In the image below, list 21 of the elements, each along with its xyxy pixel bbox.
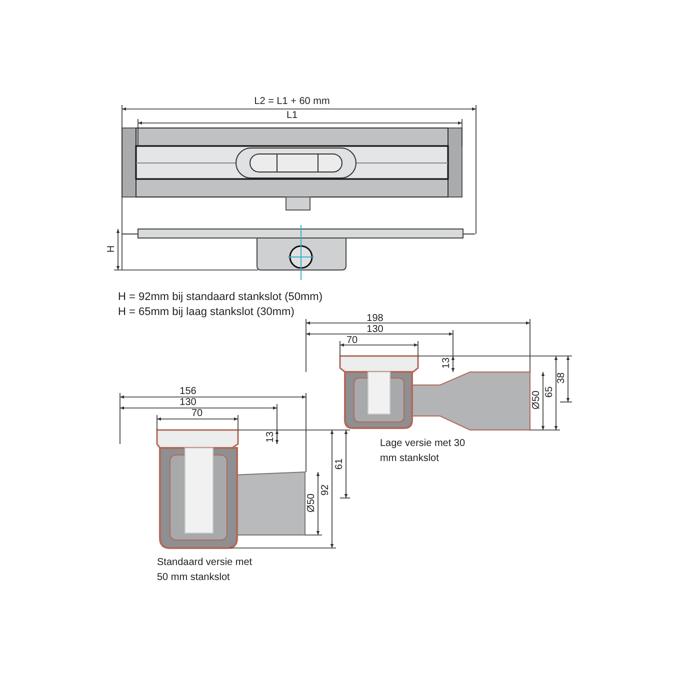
dimension-label: H — [106, 245, 118, 253]
note-text: H = 92mm bij standaard stankslot (50mm) — [118, 291, 322, 303]
dimension-label: 61 — [334, 458, 346, 470]
dimension-label: Ø50 — [531, 390, 543, 410]
dimension-label: 65 — [544, 386, 556, 398]
dimension-label: L2 = L1 + 60 mm — [254, 96, 330, 108]
dimension-label: L1 — [286, 110, 298, 122]
dimension-label: 156 — [180, 386, 196, 398]
caption-text: Standaard versie met 50 mm stankslot — [157, 556, 254, 585]
note-text: H = 65mm bij laag stankslot (30mm) — [118, 306, 294, 318]
dimension-label: 130 — [366, 324, 384, 336]
dimension-label: 13 — [265, 431, 277, 443]
dimension-label: 92 — [320, 484, 332, 496]
dimension-label: 70 — [346, 335, 358, 347]
dimension-label: 198 — [366, 313, 384, 325]
dimension-label: 38 — [556, 372, 568, 384]
dimension-label: 70 — [191, 408, 203, 420]
dimension-label: 13 — [441, 357, 453, 369]
dimension-label: 130 — [180, 397, 196, 409]
dimension-label: Ø50 — [306, 494, 318, 512]
caption-text: Lage versie met 30 mm stankslot — [380, 437, 466, 466]
